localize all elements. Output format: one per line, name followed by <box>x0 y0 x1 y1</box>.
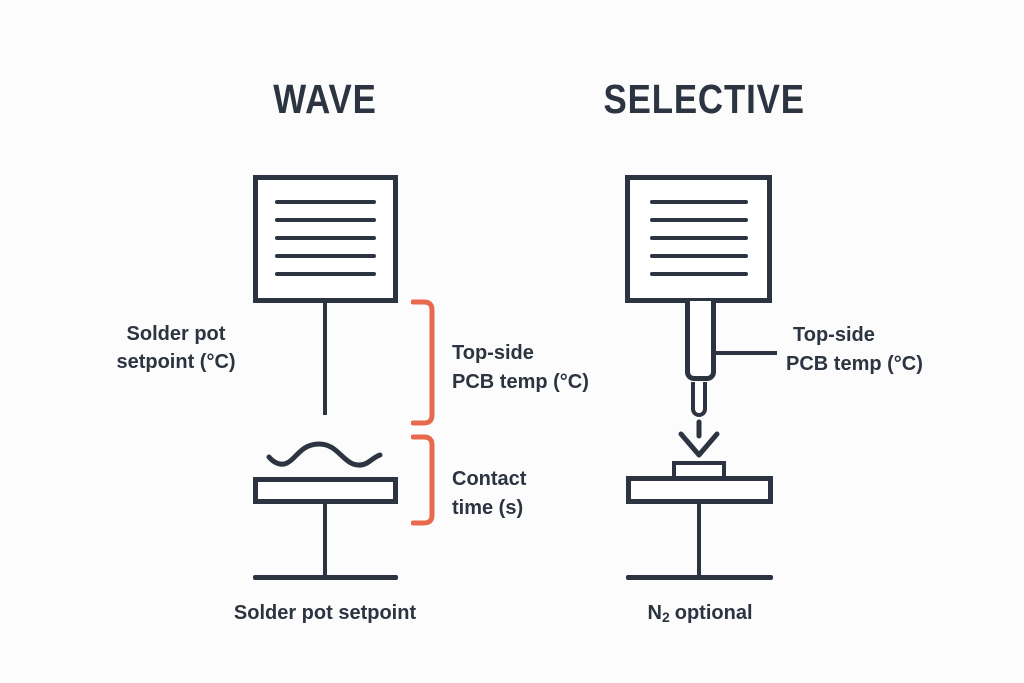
wave-machine-box <box>253 175 398 303</box>
label-top-side-pcb-temp-selective: Top-side PCB temp (°C) <box>786 321 956 379</box>
label-line: Top-side <box>793 324 875 346</box>
selective-base-line <box>626 575 773 580</box>
connector-line <box>715 351 777 355</box>
heater-line <box>275 254 376 258</box>
bracket-top-side-icon <box>411 299 435 426</box>
heater-line <box>650 254 748 258</box>
heater-line <box>275 200 376 204</box>
nozzle-body <box>685 301 716 381</box>
label-line: Top-side <box>452 342 534 364</box>
label-top-side-pcb-temp-wave: Top-side PCB temp (°C) <box>452 339 622 397</box>
bracket-contact-time-icon <box>411 434 435 526</box>
title-selective: SELECTIVE <box>603 76 805 122</box>
label-contact-time: Contact time (s) <box>452 465 592 523</box>
component-bump <box>672 461 726 477</box>
label-line: setpoint (°C) <box>116 351 236 373</box>
selective-pcb-board <box>626 476 773 504</box>
heater-line <box>275 272 376 276</box>
caption-text: optional <box>674 602 753 624</box>
wave-base-line <box>253 575 398 580</box>
solder-wave-icon <box>266 441 383 468</box>
selective-machine-box <box>625 175 772 303</box>
label-line: Solder pot <box>126 323 226 345</box>
title-wave: WAVE <box>273 76 377 122</box>
wave-support-stem <box>323 504 327 577</box>
nitrogen-symbol: N <box>647 602 662 624</box>
label-line: Contact <box>452 468 527 490</box>
wave-solder-pot-board <box>253 477 398 504</box>
label-line: PCB temp (°C) <box>452 371 589 393</box>
heater-line <box>650 236 748 240</box>
heater-line <box>650 218 748 222</box>
caption-solder-pot-setpoint: Solder pot setpoint <box>233 602 417 624</box>
down-arrow-icon <box>678 419 720 458</box>
selective-support-stem <box>697 504 701 577</box>
label-line: PCB temp (°C) <box>786 353 923 375</box>
heater-line <box>275 218 376 222</box>
label-line: time (s) <box>452 497 524 519</box>
heater-line <box>275 236 376 240</box>
heater-line <box>650 200 748 204</box>
nitrogen-subscript: 2 <box>661 609 670 625</box>
heater-line <box>650 272 748 276</box>
nozzle-tip <box>691 382 707 417</box>
label-solder-pot-setpoint: Solder pot setpoint (°C) <box>96 320 256 376</box>
wave-upper-stem <box>323 303 327 415</box>
